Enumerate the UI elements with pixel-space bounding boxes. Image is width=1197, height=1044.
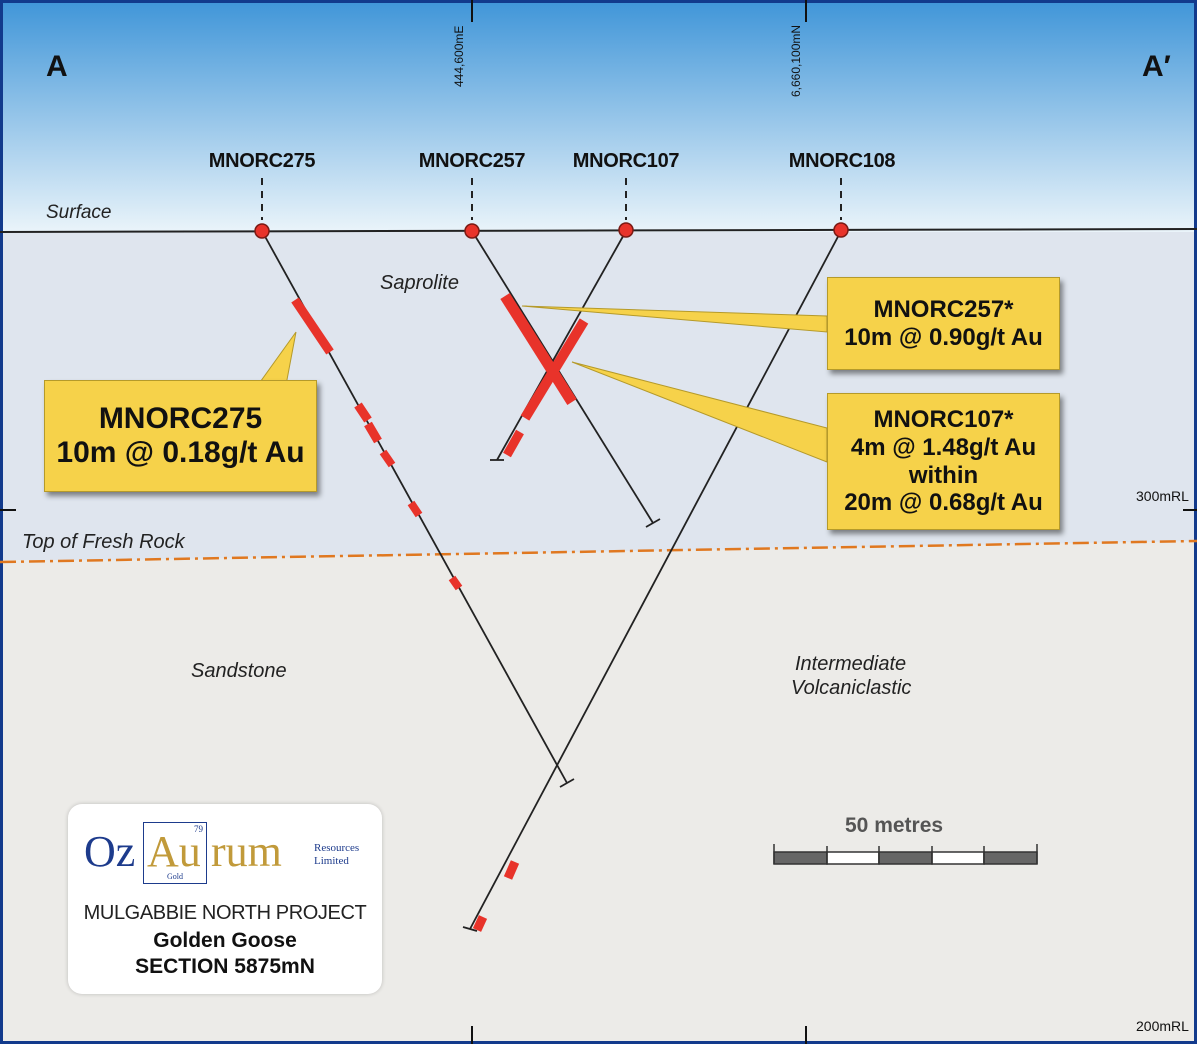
callout-mnorc107-result-2: 20m @ 0.68g/t Au [844, 489, 1043, 517]
unit-volcaniclastic: Volcaniclastic [791, 677, 912, 699]
logo-au: Au [147, 827, 201, 876]
collar-mnorc275 [254, 223, 270, 239]
unit-sandstone: Sandstone [191, 660, 287, 682]
intercept-275-b [364, 421, 382, 444]
surface-label: Surface [46, 202, 112, 223]
collar-mnorc108 [833, 222, 849, 238]
sky-area [0, 0, 1197, 232]
scale-bar [773, 844, 1038, 865]
section-end-label: A′ [1142, 50, 1171, 83]
rl-200-label: 200mRL [1136, 1018, 1189, 1034]
scale-bar-label: 50 metres [845, 814, 944, 837]
hole-label-mnorc257: MNORC257 [418, 150, 526, 172]
intercept-275-main [291, 297, 334, 355]
collar-mnorc257 [464, 223, 480, 239]
prospect-name: Golden Goose [153, 929, 297, 952]
callout-mnorc107-within: within [908, 461, 979, 489]
collars [254, 222, 849, 239]
intercepts [291, 293, 589, 932]
logo-number: 79 [194, 824, 203, 834]
callout-mnorc257-hole: MNORC257* [873, 295, 1014, 323]
northing-label: 6,660,100mN [789, 24, 803, 97]
logo-resources: Resources [314, 842, 360, 854]
hole-label-mnorc108: MNORC108 [788, 150, 896, 172]
callout-mnorc107-result-1: 4m @ 1.48g/t Au [850, 433, 1037, 461]
project-name: MULGABBIE NORTH PROJECT [83, 902, 367, 924]
callout-mnorc107: MNORC107* 4m @ 1.48g/t Au within 20m @ 0… [827, 393, 1060, 530]
logo-au-box: 79 Au Gold [143, 822, 207, 884]
trace-mnorc107 [496, 230, 627, 461]
callout-pointers [257, 305, 828, 463]
hole-end-caps [462, 459, 661, 932]
company-logo: Oz 79 Au Gold rum Resources Limited [84, 822, 374, 888]
callout-mnorc275-hole: MNORC275 [98, 401, 263, 435]
trace-mnorc108 [469, 230, 842, 930]
collar-dashes [261, 178, 842, 220]
section-start-label: A [46, 50, 68, 83]
hole-label-mnorc275: MNORC275 [208, 150, 316, 172]
section-name: SECTION 5875mN [135, 955, 315, 978]
callout-mnorc275-result: 10m @ 0.18g/t Au [56, 436, 305, 469]
logo-gold: Gold [167, 872, 183, 881]
logo-rum: rum [211, 827, 282, 876]
fresh-rock-label: Top of Fresh Rock [22, 531, 185, 553]
collar-mnorc107 [618, 222, 634, 238]
intercept-275-c [379, 449, 396, 468]
callout-mnorc275: MNORC275 10m @ 0.18g/t Au [44, 380, 317, 492]
bedrock-top-edge [0, 541, 1197, 570]
intercept-257 [500, 293, 577, 405]
title-block: Oz 79 Au Gold rum Resources Limited MULG… [68, 804, 382, 994]
fresh-rock-line [0, 539, 1197, 564]
logo-oz: Oz [84, 827, 136, 876]
intercept-107-main [520, 318, 589, 421]
intercept-275-a [354, 402, 372, 423]
easting-label: 444,600mE [452, 25, 466, 87]
intercept-275-d [407, 500, 423, 518]
rl-300-label: 300mRL [1136, 488, 1189, 504]
intercept-108-a [503, 860, 520, 880]
callout-mnorc257: MNORC257* 10m @ 0.90g/t Au [827, 277, 1060, 370]
intercept-107-lower [503, 429, 524, 458]
hole-label-mnorc107: MNORC107 [572, 150, 680, 172]
intercept-108-b [472, 915, 488, 932]
surface-line [0, 228, 1197, 233]
callout-mnorc257-result: 10m @ 0.90g/t Au [844, 323, 1043, 351]
logo-limited: Limited [314, 855, 349, 867]
unit-intermediate: Intermediate [795, 653, 907, 675]
callout-mnorc107-hole: MNORC107* [873, 406, 1014, 434]
intercept-275-e [448, 575, 463, 591]
unit-saprolite: Saprolite [380, 272, 459, 294]
